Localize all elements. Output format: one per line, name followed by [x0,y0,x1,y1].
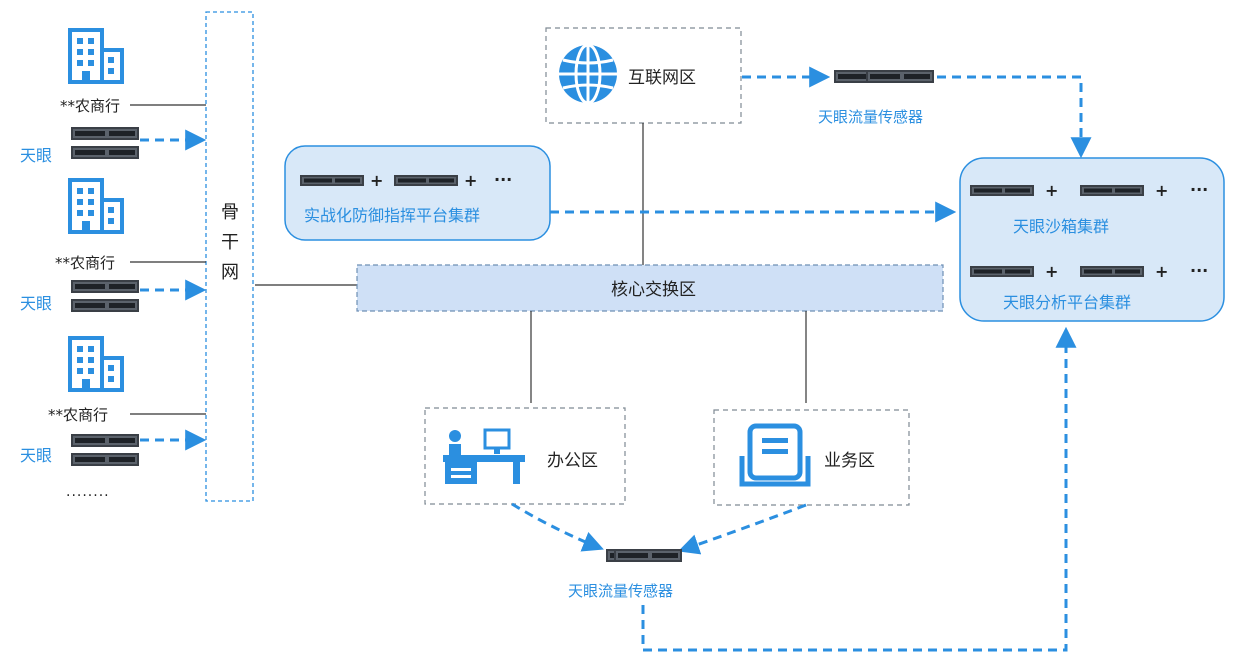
banks-more: ........ [66,484,110,500]
server-icon [71,127,139,140]
bank-sensor-label: 天眼 [20,446,53,465]
server-icon [71,299,139,312]
bank-sensor-label: 天眼 [20,294,53,313]
bank-sensor-label: 天眼 [20,146,53,165]
bank-name: **农商行 [48,406,109,424]
bank-name: **农商行 [60,97,121,115]
server-icon [71,280,139,293]
building-icon [68,336,124,392]
server-icon [970,185,1034,196]
globe-icon [559,43,617,105]
defense-cluster-label: 实战化防御指挥平台集群 [304,206,481,225]
plus-sign: + [1155,181,1169,200]
server-icon [71,453,139,466]
server-icon [970,266,1034,277]
right-cluster-box [959,157,1225,322]
plus-sign: + [1045,262,1059,281]
bank-name: **农商行 [55,254,116,272]
office-zone-label: 办公区 [547,451,598,471]
server-icon [866,70,934,83]
analysis-cluster-label: 天眼分析平台集群 [1003,293,1132,312]
business-zone-box [713,409,910,506]
core-zone-label: 核心交换区 [611,280,696,300]
core-zone-box [356,264,944,312]
more-dots: ··· [1190,261,1209,280]
more-dots: ··· [494,170,513,189]
backbone-label: 骨 干 网 [220,198,240,288]
building-icon [68,28,124,84]
backbone-char: 骨 [221,202,239,223]
server-icon [394,175,458,186]
plus-sign: + [370,171,384,190]
document-tray-icon [739,423,811,487]
plus-sign: + [464,171,478,190]
sensor-top-label: 天眼流量传感器 [818,108,924,126]
internet-zone-label: 互联网区 [628,68,696,88]
defense-cluster-box [284,145,551,241]
plus-sign: + [1045,181,1059,200]
server-icon [300,175,364,186]
server-icon [71,434,139,447]
backbone-char: 网 [221,262,239,283]
plus-sign: + [1155,262,1169,281]
business-zone-label: 业务区 [824,451,875,471]
server-icon [71,146,139,159]
backbone-char: 干 [221,232,239,253]
server-icon [614,549,682,562]
sandbox-cluster-label: 天眼沙箱集群 [1013,217,1110,236]
more-dots: ··· [1190,180,1209,199]
sensor-bottom-label: 天眼流量传感器 [568,582,674,600]
office-desk-icon [443,428,525,484]
server-icon [1080,185,1144,196]
backbone-box [205,11,254,502]
server-icon [1080,266,1144,277]
building-icon [68,178,124,234]
